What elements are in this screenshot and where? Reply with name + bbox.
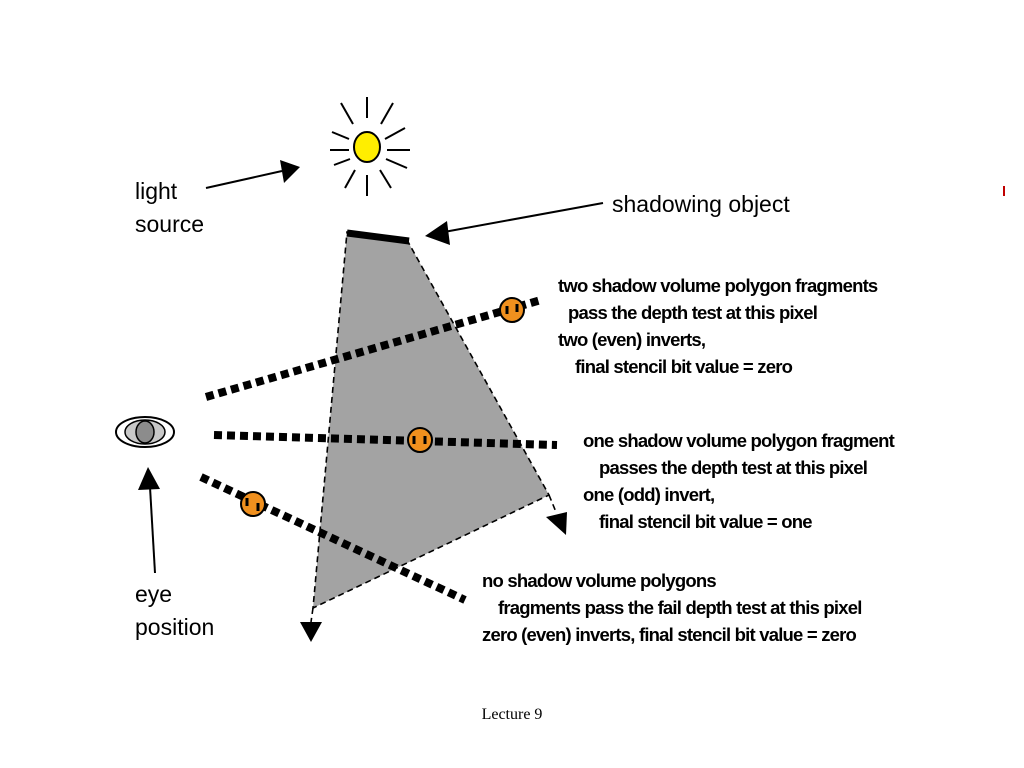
eye-position-arrow: [149, 486, 156, 574]
shadow-edge-left-extension: [310, 607, 314, 623]
light-source-sun-icon: [330, 97, 410, 196]
ray-bottom-annotation-line-2: fragments pass the fail depth test at th…: [498, 597, 862, 618]
shadowing-object: [346, 229, 410, 245]
ray-top: [204, 296, 543, 401]
ray-middle: [213, 431, 558, 449]
ray-middle-annotation: one shadow volume polygon fragment passe…: [583, 427, 895, 535]
shadowing-object-arrowhead: [425, 221, 450, 245]
ray-middle-annotation-line-1: one shadow volume polygon fragment: [583, 430, 895, 451]
eye-position-arrowhead: [138, 467, 160, 490]
ray-middle-annotation-line-4: final stencil bit value = one: [599, 511, 813, 532]
light-source-arrow: [205, 170, 283, 189]
shadowing-object-arrow: [443, 202, 604, 233]
shadow-volume: [312, 231, 551, 610]
eye-position-label-line-2: position: [135, 614, 215, 640]
ray-bottom-annotation-line-3: zero (even) inverts, final stencil bit v…: [482, 624, 857, 645]
ray-top-annotation: two shadow volume polygon fragments pass…: [558, 272, 878, 380]
ray-top-annotation-line-3: two (even) inverts,: [558, 329, 706, 350]
light-source-label-line-1: light: [135, 178, 178, 204]
ray-bottom: [199, 473, 467, 604]
shadow-edge-right-arrowhead: [546, 512, 567, 535]
ray-middle-annotation-line-3: one (odd) invert,: [583, 484, 715, 505]
shadow-edge-left-arrowhead: [300, 622, 322, 642]
shadowing-object-label: shadowing object: [612, 191, 790, 217]
ray-middle-annotation-line-2: passes the depth test at this pixel: [599, 457, 868, 478]
ray-top-annotation-line-1: two shadow volume polygon fragments: [558, 275, 878, 296]
light-source-label-line-2: source: [135, 211, 205, 237]
fragment-marker-top: [499, 297, 525, 323]
ray-top-annotation-line-4: final stencil bit value = zero: [575, 356, 793, 377]
slide-edge-mark: [1003, 186, 1005, 196]
fragment-marker-bottom: [240, 491, 266, 517]
eye-position-label-line-1: eye: [135, 581, 173, 607]
fragment-marker-middle: [407, 427, 433, 453]
eye-icon: [115, 416, 175, 448]
eye-position-label: eye position: [135, 578, 214, 644]
ray-top-annotation-line-2: pass the depth test at this pixel: [568, 302, 818, 323]
ray-bottom-annotation: no shadow volume polygons fragments pass…: [482, 567, 862, 648]
light-source-label: light source: [135, 175, 204, 241]
light-source-arrowhead: [280, 160, 300, 183]
shadow-edge-right-extension: [548, 494, 557, 513]
ray-bottom-annotation-line-1: no shadow volume polygons: [482, 570, 717, 591]
slide-footer: Lecture 9: [481, 706, 543, 723]
